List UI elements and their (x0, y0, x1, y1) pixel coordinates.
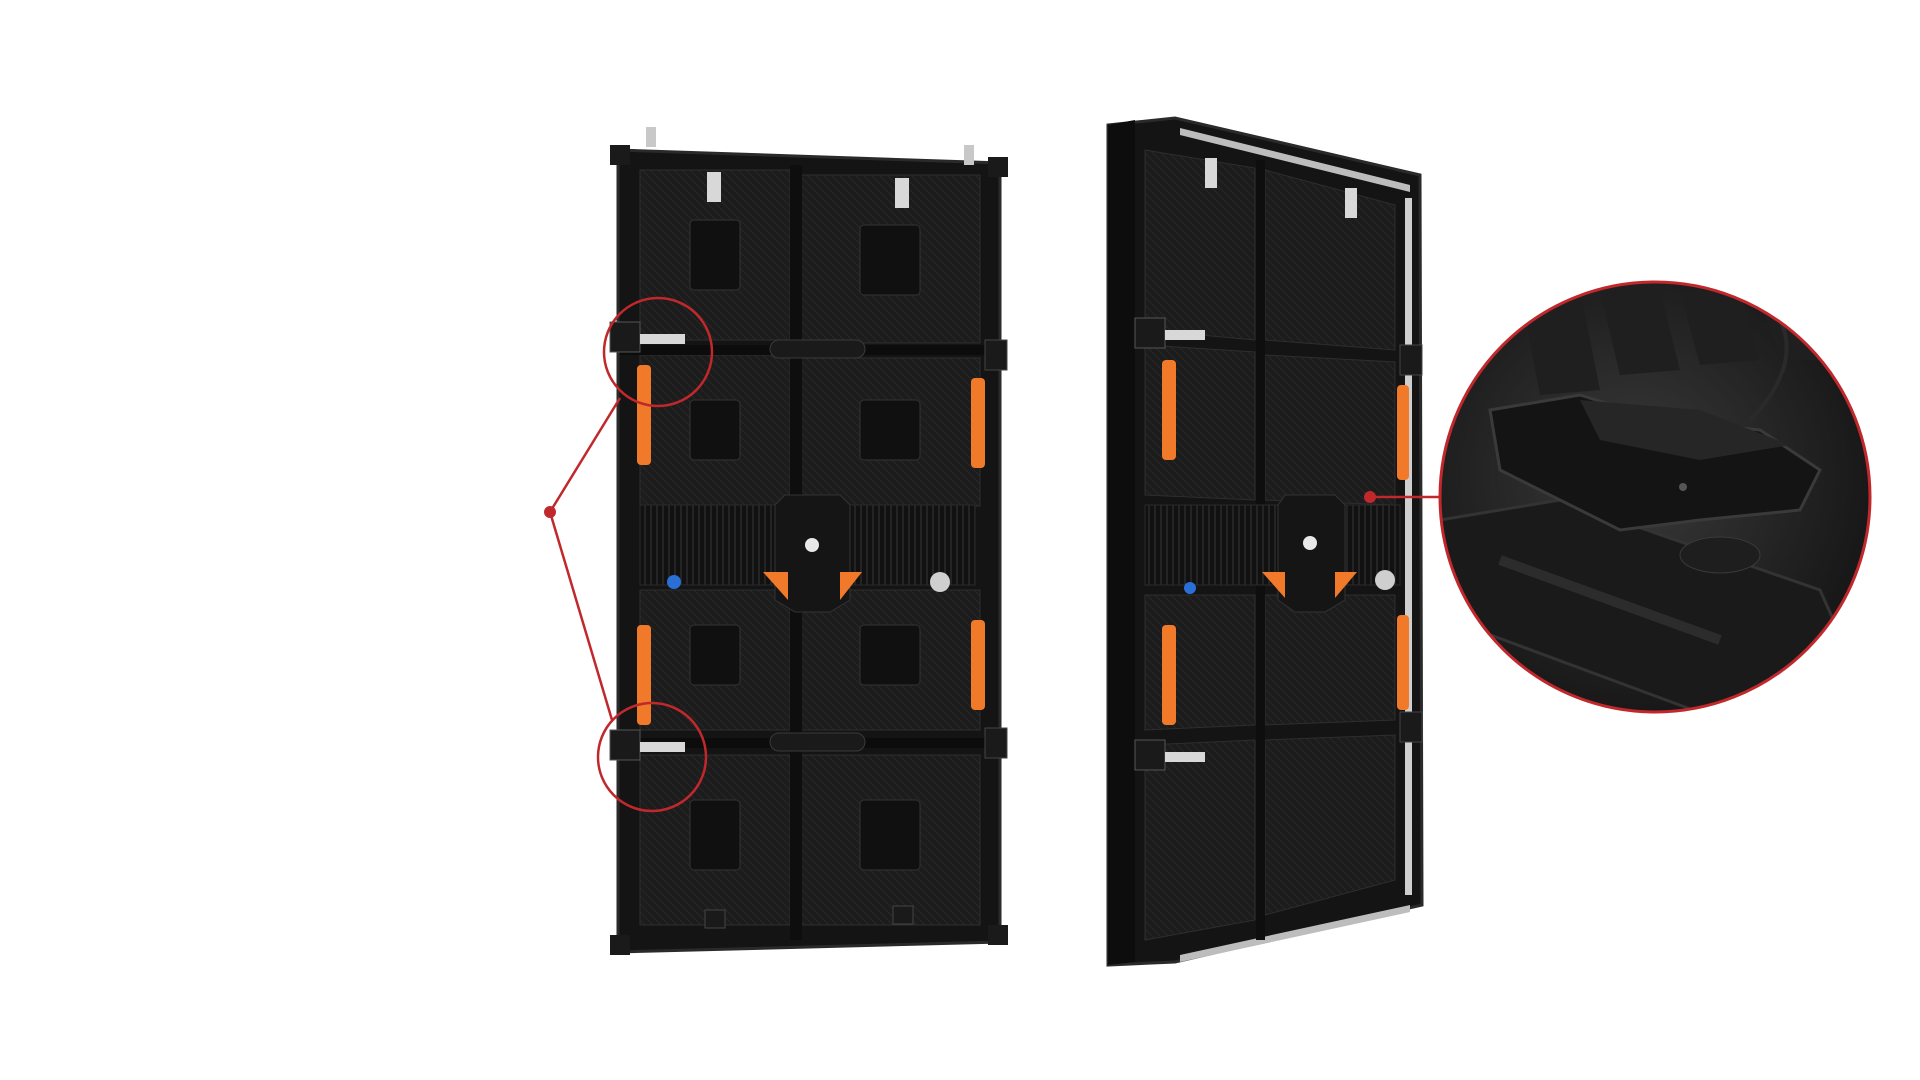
bottom-latch (704, 909, 726, 929)
led-module (1264, 594, 1396, 726)
right-rail (1405, 198, 1412, 895)
zoom-ribs (1600, 290, 1680, 375)
orange-connector (763, 572, 788, 600)
zoom-border (1438, 280, 1872, 714)
zoom-ribs (1680, 290, 1760, 365)
bottom-rail (1180, 905, 1410, 962)
lock-latch-icon (609, 729, 685, 761)
control-box-body (1277, 494, 1346, 613)
detail-zoom (1438, 280, 1872, 714)
orange-side-bar (1397, 615, 1409, 710)
orange-side-bar (1162, 625, 1176, 725)
module-grid-angled (1144, 149, 1396, 941)
right-side-lock (1399, 344, 1423, 376)
corner-tab (610, 145, 630, 165)
cabinet-front-view (609, 127, 1008, 955)
bottom-latch (892, 905, 914, 925)
module-recesses (689, 219, 921, 871)
top-clamp (707, 172, 721, 202)
callout-anchor-dot (544, 506, 556, 518)
right-side-lock (1399, 711, 1423, 743)
control-box-screw (805, 538, 819, 552)
top-clamp (1205, 158, 1217, 188)
orange-connector (1262, 572, 1285, 598)
blue-connector (667, 575, 681, 589)
corner-tab (988, 157, 1008, 177)
callout-circle-icon (596, 701, 708, 813)
zoom-cable (1748, 319, 1789, 422)
right-side-lock (984, 727, 1008, 759)
led-module (1144, 149, 1256, 341)
top-hook (646, 127, 656, 147)
blue-connector (1184, 582, 1196, 594)
module-grid (639, 169, 981, 926)
corner-tab (988, 925, 1008, 945)
orange-side-bar (971, 620, 985, 710)
top-clamp (1345, 188, 1357, 218)
zoom-latch-top (1580, 400, 1790, 460)
orange-side-bar (1397, 385, 1409, 480)
handle-icon (769, 339, 866, 359)
led-module (1144, 739, 1256, 941)
power-connector (930, 572, 950, 592)
control-box-screw (1303, 536, 1317, 550)
lock-latch-icon (1134, 317, 1205, 349)
orange-connector (840, 572, 862, 600)
orange-connector (1335, 572, 1357, 598)
orange-side-bar (637, 625, 651, 725)
led-module (1144, 344, 1256, 501)
zoom-tray-groove (1498, 555, 1722, 645)
top-rail (1180, 128, 1410, 192)
corner-tab (610, 935, 630, 955)
orange-side-bar (971, 378, 985, 468)
power-connector (1375, 570, 1395, 590)
control-box-heatsink (1144, 504, 1401, 586)
right-side-lock (984, 339, 1008, 371)
top-clamp (895, 178, 909, 208)
callout-anchor-dot (1364, 491, 1376, 503)
cabinet-side (1108, 120, 1135, 965)
zoom-latch-hole (1679, 483, 1687, 491)
callout-circle-icon (602, 296, 714, 408)
handle-icon (769, 732, 866, 752)
led-module (1264, 354, 1396, 506)
orange-side-bar (1162, 360, 1176, 460)
lock-latch-icon (1134, 739, 1205, 771)
callout-lines (548, 296, 1440, 813)
control-box-body (774, 494, 851, 613)
cabinet-angled-view (1106, 116, 1424, 967)
led-module (1144, 594, 1256, 731)
orange-side-bar (637, 365, 651, 465)
lock-latch-icon (609, 321, 685, 353)
zoom-latch-base (1679, 536, 1761, 574)
top-hook (964, 145, 974, 165)
